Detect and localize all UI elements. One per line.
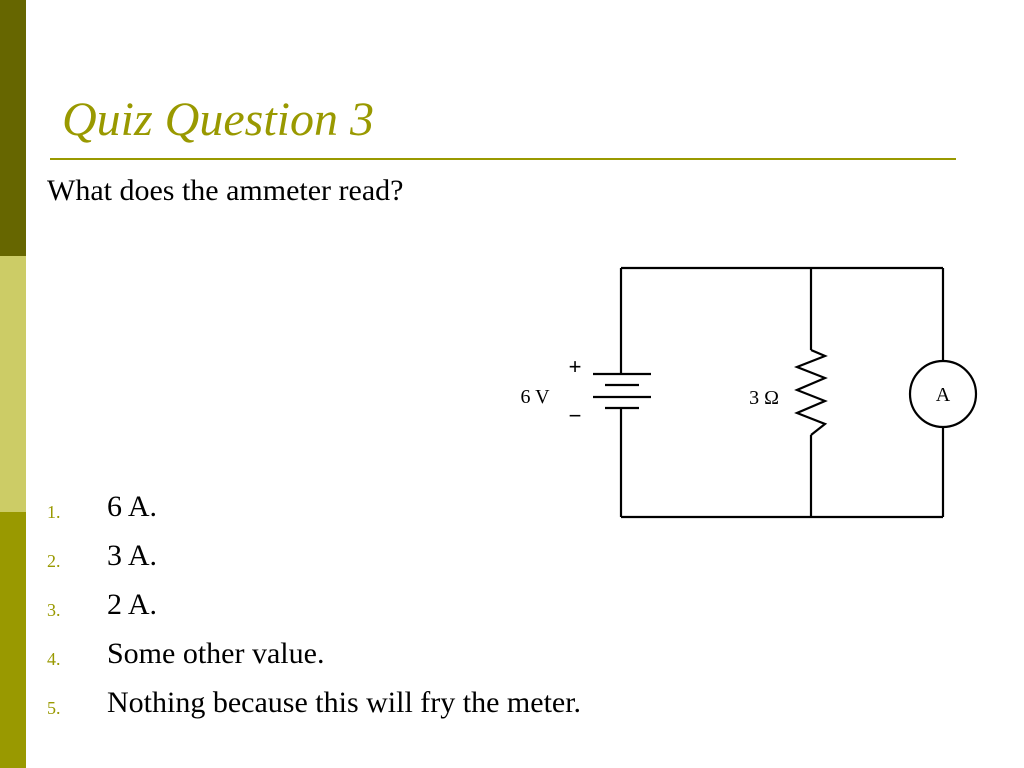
circuit-diagram: + − 6 V 3 Ω A — [520, 266, 978, 519]
side-bar-middle — [0, 256, 26, 512]
title-divider — [50, 158, 956, 160]
answer-number: 3. — [47, 600, 61, 620]
answer-text: Nothing because this will fry the meter. — [107, 686, 582, 719]
side-bar-top — [0, 0, 26, 256]
battery-voltage-label: 6 V — [520, 386, 550, 408]
resistor-label: 3 Ω — [749, 387, 779, 409]
answer-text: 6 A. — [107, 490, 158, 523]
answer-number: 4. — [47, 649, 61, 669]
answer-number: 5. — [47, 698, 61, 718]
battery-plus-sign: + — [569, 354, 582, 379]
question-text: What does the ammeter read? — [47, 174, 404, 207]
battery-minus-sign: − — [569, 403, 582, 428]
ammeter-circle — [908, 359, 978, 429]
answer-text: 3 A. — [107, 539, 158, 572]
answer-number: 2. — [47, 551, 61, 571]
answer-number: 1. — [47, 502, 61, 522]
side-bar-bottom — [0, 512, 26, 768]
ammeter-label: A — [936, 384, 951, 406]
slide-title: Quiz Question 3 — [62, 93, 374, 146]
answer-text: Some other value. — [107, 637, 325, 670]
resistor-zigzag — [793, 348, 828, 436]
answer-text: 2 A. — [107, 588, 158, 621]
